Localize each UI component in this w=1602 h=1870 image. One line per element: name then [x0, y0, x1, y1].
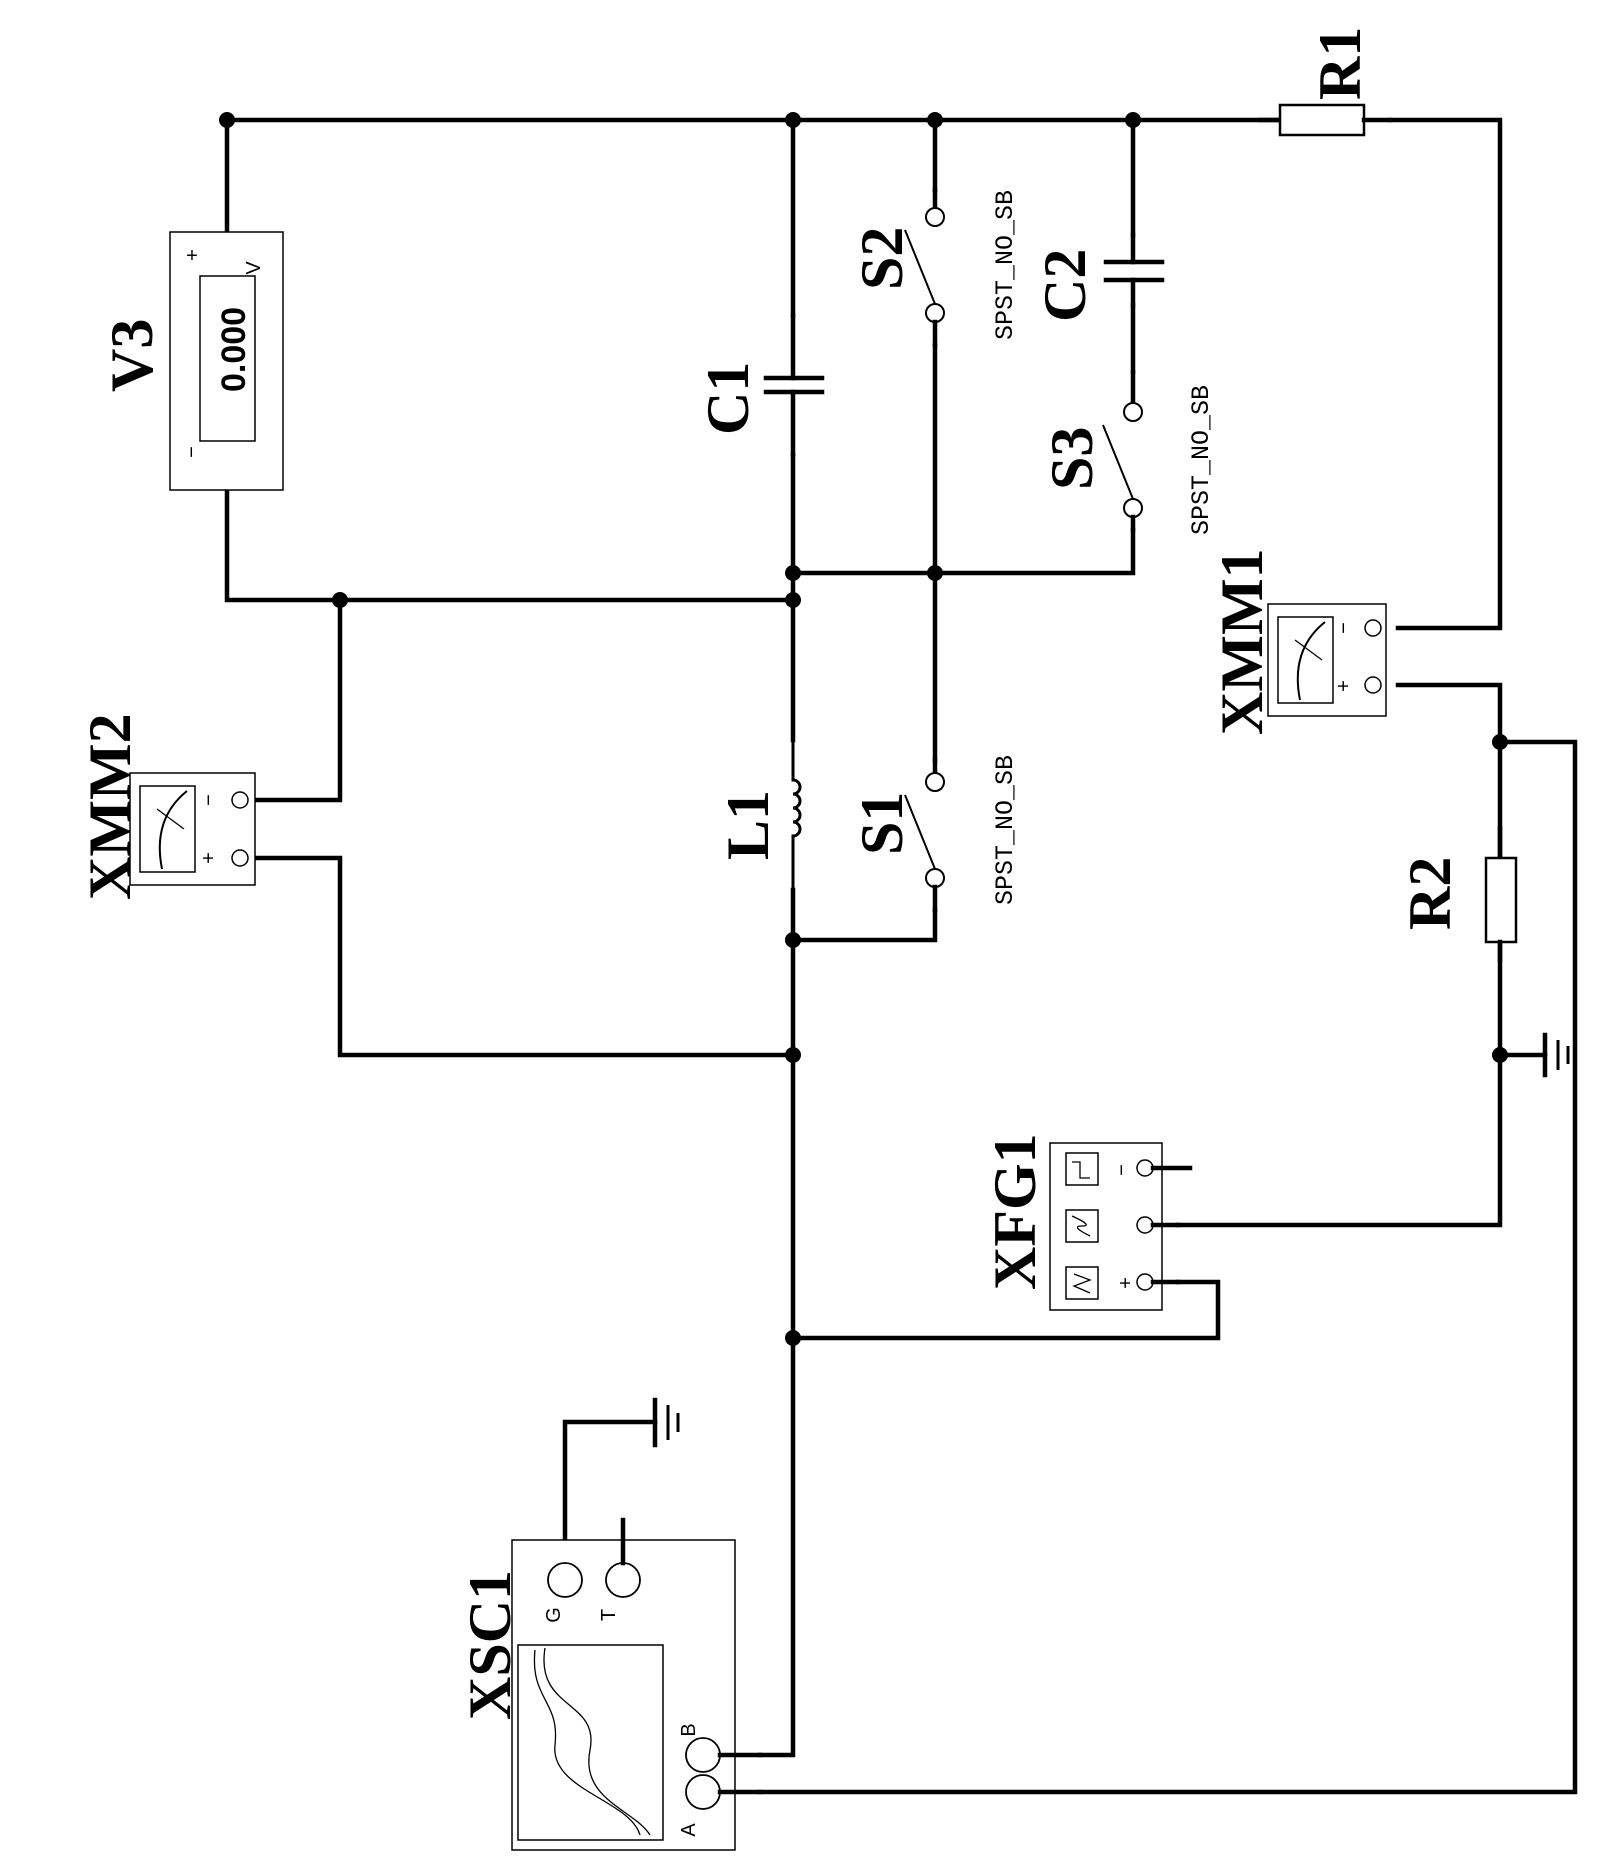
junction-dot [785, 592, 801, 608]
v3-label: V3 [99, 319, 165, 392]
xmm2-plus-sign: + [198, 852, 220, 864]
junction-dot [1492, 734, 1508, 750]
xsc1-label: XSC1 [457, 1570, 523, 1720]
junction-dot [785, 932, 801, 948]
xfg1-plus-sign: + [1115, 1277, 1137, 1289]
s2-model: SPST_NO_SB [991, 190, 1020, 340]
scope-pin-a-label: A [678, 1823, 700, 1837]
v3-reading: 0.000 [215, 307, 253, 392]
junction-dot [927, 565, 943, 581]
xmm2-label: XMM2 [77, 713, 143, 900]
resistor-r2 [1484, 825, 1518, 963]
scope-pin-g-label: G [543, 1607, 565, 1623]
v3-minus-sign: − [181, 446, 203, 458]
waveform-trace [543, 1647, 651, 1836]
oscilloscope-xsc1[interactable]: G T B A [511, 1517, 763, 1851]
junction-dot [1125, 112, 1141, 128]
inductor-l1 [791, 740, 802, 890]
junction-dots [219, 112, 1508, 1346]
scope-pin-b-label: B [678, 1723, 700, 1736]
square-wave-icon [1072, 1161, 1090, 1179]
junction-dot [785, 565, 801, 581]
junction-dot [785, 1047, 801, 1063]
v3-plus-sign: + [186, 245, 198, 267]
s3-label: S3 [1039, 427, 1105, 490]
junction-dot [785, 1330, 801, 1346]
sine-wave-icon [1071, 1215, 1091, 1237]
junction-dot [219, 112, 235, 128]
xfg1-minus-sign: − [1111, 1164, 1133, 1176]
s1-label: S1 [849, 792, 915, 855]
xmm1-plus-sign: + [1333, 680, 1355, 692]
multimeter-xmm1[interactable]: − + [1267, 603, 1387, 717]
switch-s3[interactable] [1102, 369, 1143, 533]
c2-label: C2 [1032, 249, 1098, 322]
s3-model: SPST_NO_SB [1187, 385, 1216, 535]
capacitor-c1 [763, 312, 825, 458]
scope-pin-t-label: T [598, 1609, 620, 1621]
junction-dot [1492, 1047, 1508, 1063]
switch-s1[interactable] [904, 757, 945, 913]
function-generator-xfg1[interactable]: − + [1049, 1142, 1193, 1311]
voltmeter-v3[interactable]: 0.000 V + − [169, 231, 284, 491]
l1-label: L1 [715, 790, 781, 860]
xfg1-label: XFG1 [982, 1133, 1048, 1290]
xmm2-minus-sign: − [198, 794, 220, 806]
s1-model: SPST_NO_SB [991, 755, 1020, 905]
xmm1-label: XMM1 [1209, 548, 1275, 735]
waveform-trace [533, 1649, 641, 1836]
resistor-r1 [1257, 103, 1393, 137]
junction-dot [332, 592, 348, 608]
triangle-wave-icon [1072, 1273, 1092, 1294]
junction-dot [927, 112, 943, 128]
capacitor-c2 [1103, 232, 1165, 308]
switch-s2[interactable] [904, 187, 945, 348]
junction-dot [785, 112, 801, 128]
ground-icon [652, 1397, 680, 1448]
r2-label: R2 [1397, 857, 1463, 930]
multimeter-xmm2[interactable]: − + [129, 772, 256, 886]
ground-icon [1542, 1032, 1570, 1078]
c1-label: C1 [695, 362, 761, 435]
wires [224, 117, 1578, 1795]
v3-unit: V [243, 261, 265, 275]
r1-label: R1 [1307, 27, 1373, 100]
xmm1-minus-sign: − [1333, 622, 1355, 634]
s2-label: S2 [849, 227, 915, 290]
